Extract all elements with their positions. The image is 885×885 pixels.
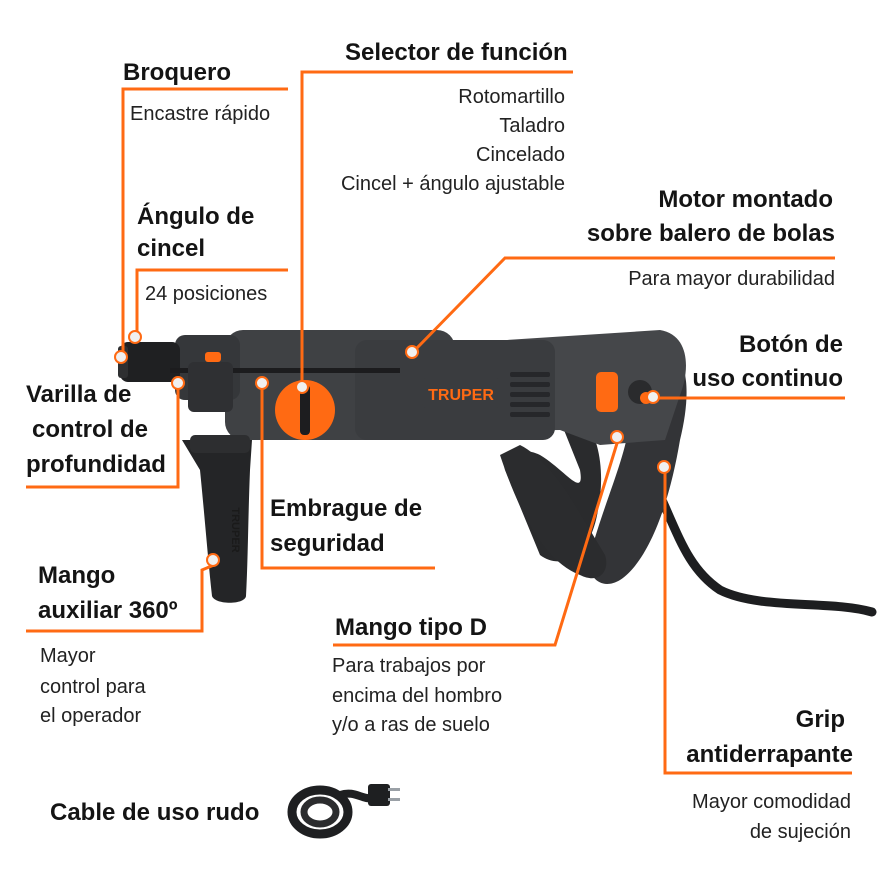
label-mango-aux-desc-2: control para — [40, 676, 146, 698]
label-motor-title-2: sobre balero de bolas — [586, 220, 835, 247]
label-varilla-title-2: control de — [32, 416, 149, 443]
callout-dot-varilla — [171, 376, 185, 390]
label-mango-d-title: Mango tipo D — [335, 614, 487, 641]
label-grip-title-1: Grip — [795, 706, 845, 733]
callout-dot-angulo — [128, 330, 142, 344]
callout-dot-grip — [657, 460, 671, 474]
label-boton-title-1: Botón de — [739, 331, 843, 358]
label-cable-title: Cable de uso rudo — [50, 799, 260, 826]
label-motor-title-1: Motor montado — [658, 186, 833, 213]
label-mango-aux-title-1: Mango — [38, 562, 116, 589]
callout-dot-mango-d — [610, 430, 624, 444]
callout-dot-mango-aux — [206, 553, 220, 567]
motor-vents — [510, 372, 550, 417]
label-mango-aux-title-2: auxiliar 360º — [38, 597, 178, 624]
label-embrague-title-1: Embrague de — [270, 495, 423, 522]
label-selector-item-4: Cincel + ángulo ajustable — [340, 173, 565, 195]
label-selector-item-1: Rotomartillo — [458, 86, 565, 108]
callout-dot-motor — [405, 345, 419, 359]
label-mango-aux-desc-3: el operador — [40, 705, 142, 727]
label-angulo-title-2: cincel — [137, 235, 206, 262]
label-boton-title-2: uso continuo — [692, 365, 843, 392]
label-grip-desc-2: de sujeción — [749, 821, 851, 843]
power-cord — [657, 495, 877, 617]
label-selector-item-3: Cincelado — [476, 144, 565, 166]
label-mango-d-desc-2: encima del hombro — [332, 685, 503, 707]
svg-text:TRUPER: TRUPER — [229, 507, 241, 552]
label-motor-desc: Para mayor durabilidad — [628, 268, 835, 290]
label-angulo-desc: 24 posiciones — [145, 283, 268, 305]
aux-handle — [182, 440, 252, 603]
cable-icon — [287, 784, 400, 839]
label-varilla-title-1: Varilla de — [26, 381, 132, 408]
label-angulo-title-1: Ángulo de — [137, 203, 255, 230]
callout-dot-broquero — [114, 350, 128, 364]
label-mango-d-desc-1: Para trabajos por — [332, 655, 486, 677]
label-broquero-title: Broquero — [123, 59, 231, 86]
label-selector-item-2: Taladro — [499, 115, 565, 137]
callout-dot-embrague — [255, 376, 269, 390]
label-embrague-title-2: seguridad — [270, 530, 385, 557]
label-selector-title: Selector de función — [345, 39, 568, 66]
label-broquero-desc: Encastre rápido — [130, 103, 271, 125]
label-mango-aux-desc-1: Mayor — [40, 645, 96, 667]
label-varilla-title-3: profundidad — [26, 451, 166, 478]
callout-dot-selector — [295, 380, 309, 394]
brand-logo: TRUPER — [428, 387, 494, 404]
label-grip-desc-1: Mayor comodidad — [692, 791, 851, 813]
label-grip-title-2: antiderrapante — [686, 741, 853, 768]
callout-dot-boton — [646, 390, 660, 404]
label-mango-d-desc-3: y/o a ras de suelo — [332, 714, 490, 736]
